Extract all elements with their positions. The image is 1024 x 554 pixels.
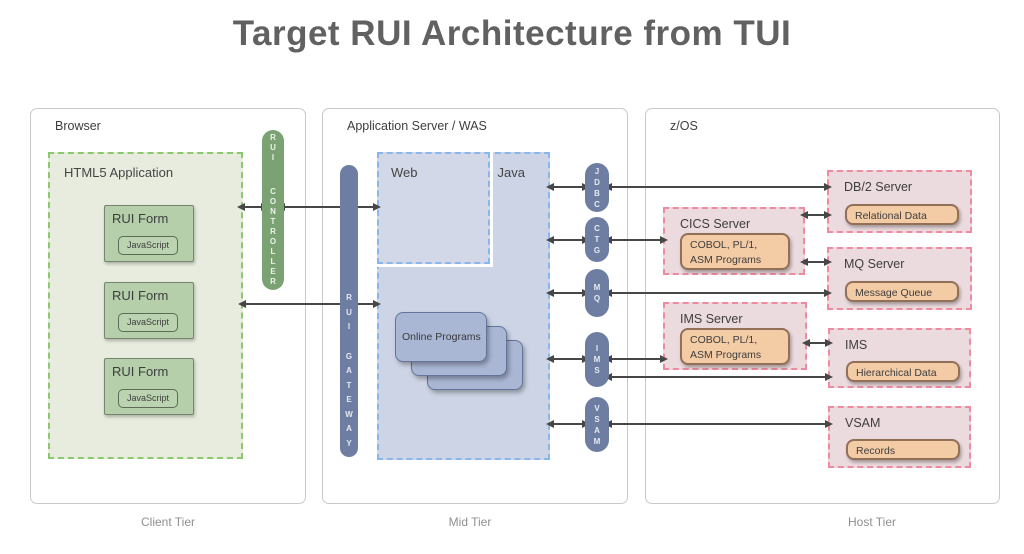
arrow-ims-imsserver [604,355,668,363]
rui-form-1: RUI Form JavaScript [104,205,194,262]
app-server-label: Application Server / WAS [347,119,487,133]
javascript-box-3: JavaScript [118,389,178,408]
arrow-java-jdbc [546,183,590,191]
db2-server-label: DB/2 Server [844,180,913,194]
ims-server-label: IMS Server [680,312,743,326]
online-programs-label: Online Programs [402,331,481,343]
ims-programs-box: COBOL, PL/1, ASM Programs [680,328,790,365]
rui-form-1-label: RUI Form [112,211,169,226]
vsam-box: VSAM Records [828,406,971,468]
ims-box: IMS Hierarchical Data [828,328,971,388]
db2-server-box: DB/2 Server Relational Data [827,170,972,233]
ims-label: IMS [845,338,868,352]
java-label: Java [497,165,525,180]
host-tier-caption: Host Tier [847,515,896,529]
arrow-ctg-cics [604,236,668,244]
arrow-jdbc-db2 [604,183,832,191]
cics-programs-box: COBOL, PL/1, ASM Programs [680,233,790,270]
rui-form-2: RUI Form JavaScript [104,282,194,339]
arrow-app-controller [237,203,269,211]
arrow-java-ims [546,355,590,363]
rui-form-3: RUI Form JavaScript [104,358,194,415]
message-queue-box: Message Queue [845,281,959,302]
arrow-vsam-vsambox [604,420,833,428]
arrow-app-gateway-java [238,300,381,308]
cics-server-box: CICS Server COBOL, PL/1, ASM Programs [663,207,805,275]
web-label: Web [391,165,418,180]
records-box: Records [846,439,960,460]
ims-server-box: IMS Server COBOL, PL/1, ASM Programs [663,302,807,370]
arrow-imsserver-ims [802,339,833,347]
cics-server-label: CICS Server [680,217,751,231]
zos-label: z/OS [670,119,698,133]
arrow-java-ctg [546,236,590,244]
arrow-java-mq [546,289,590,297]
relational-data-box: Relational Data [845,204,959,225]
rui-form-3-label: RUI Form [112,364,169,379]
hierarchical-data-box: Hierarchical Data [846,361,960,382]
mq-server-label: MQ Server [844,257,905,271]
online-programs-card-front: Online Programs [395,312,487,362]
page-title: Target RUI Architecture from TUI [232,14,792,53]
arrow-mq-mqserver [604,289,832,297]
mq-server-box: MQ Server Message Queue [827,247,972,310]
vsam-label: VSAM [845,416,881,430]
mid-tier-caption: Mid Tier [448,515,492,529]
arrow-cics-mqserver [800,258,832,266]
rui-form-2-label: RUI Form [112,288,169,303]
arrow-cics-db2 [800,211,832,219]
client-tier-caption: Client Tier [140,515,196,529]
html5-application-label: HTML5 Application [64,165,174,180]
arrow-controller-web [277,203,381,211]
web-box: Web [377,152,490,264]
arrow-ims-imsdata [604,373,833,381]
browser-label: Browser [55,119,101,133]
javascript-box-1: JavaScript [118,236,178,255]
arrow-java-vsam [546,420,590,428]
javascript-box-2: JavaScript [118,313,178,332]
